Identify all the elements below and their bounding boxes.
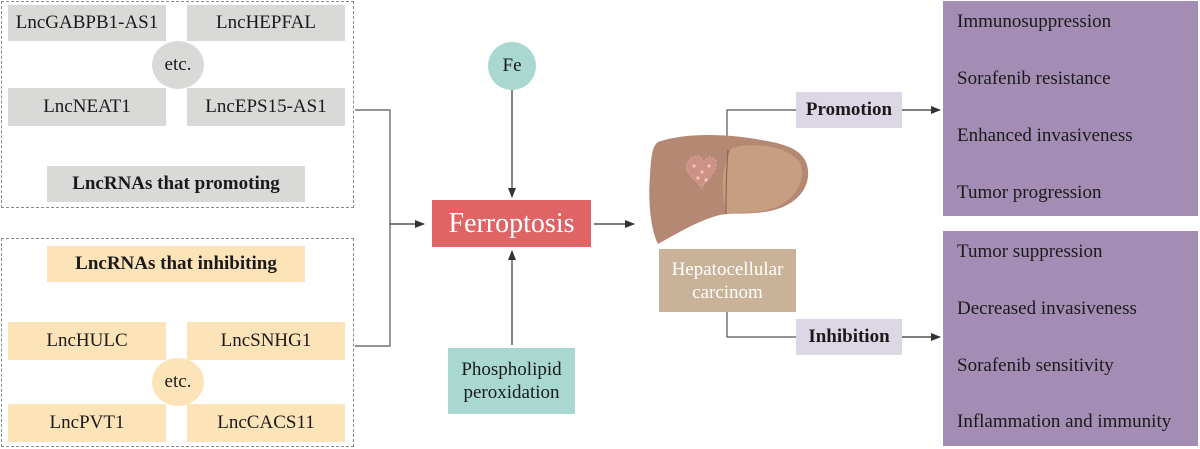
inhibiting-label: LncRNAs that inhibiting — [47, 246, 305, 282]
inhibiting-item: LncPVT1 — [8, 404, 166, 442]
inhibiting-item: LncHULC — [8, 322, 166, 360]
promoting-group — [1, 1, 354, 208]
outcome-item: Sorafenib sensitivity — [957, 355, 1114, 376]
promotion-label: Promotion — [796, 92, 902, 128]
inhibiting-group — [1, 238, 354, 447]
promoting-item: LncNEAT1 — [8, 88, 166, 126]
phospholipid-box: Phospholipid peroxidation — [448, 348, 575, 414]
hcc-label: Hepatocellular carcinom — [659, 249, 796, 312]
promotion-outcomes-box: Immunosuppression Sorafenib resistance E… — [943, 1, 1198, 216]
outcome-item: Decreased invasiveness — [957, 298, 1137, 319]
inhibiting-item: LncSNHG1 — [187, 322, 345, 360]
ferroptosis-box: Ferroptosis — [432, 200, 591, 247]
outcome-item: Sorafenib resistance — [957, 68, 1111, 89]
promoting-label: LncRNAs that promoting — [47, 166, 305, 202]
promoting-item: LncHEPFAL — [187, 5, 345, 41]
liver-icon — [649, 135, 809, 244]
outcome-item: Enhanced invasiveness — [957, 125, 1133, 146]
etc-circle: etc. — [152, 358, 204, 406]
outcome-item: Inflammation and immunity — [957, 411, 1172, 432]
inhibition-label: Inhibition — [796, 319, 902, 355]
promoting-item: LncGABPB1-AS1 — [8, 5, 166, 41]
outcome-item: Immunosuppression — [957, 11, 1112, 32]
outcome-item: Tumor suppression — [957, 241, 1103, 262]
inhibition-outcomes-box: Tumor suppression Decreased invasiveness… — [943, 231, 1198, 446]
outcome-item: Tumor progression — [957, 182, 1102, 203]
fe-circle: Fe — [488, 42, 536, 90]
promoting-item: LncEPS15-AS1 — [187, 88, 345, 126]
etc-circle: etc. — [152, 41, 204, 89]
inhibiting-item: LncCACS11 — [187, 404, 345, 442]
